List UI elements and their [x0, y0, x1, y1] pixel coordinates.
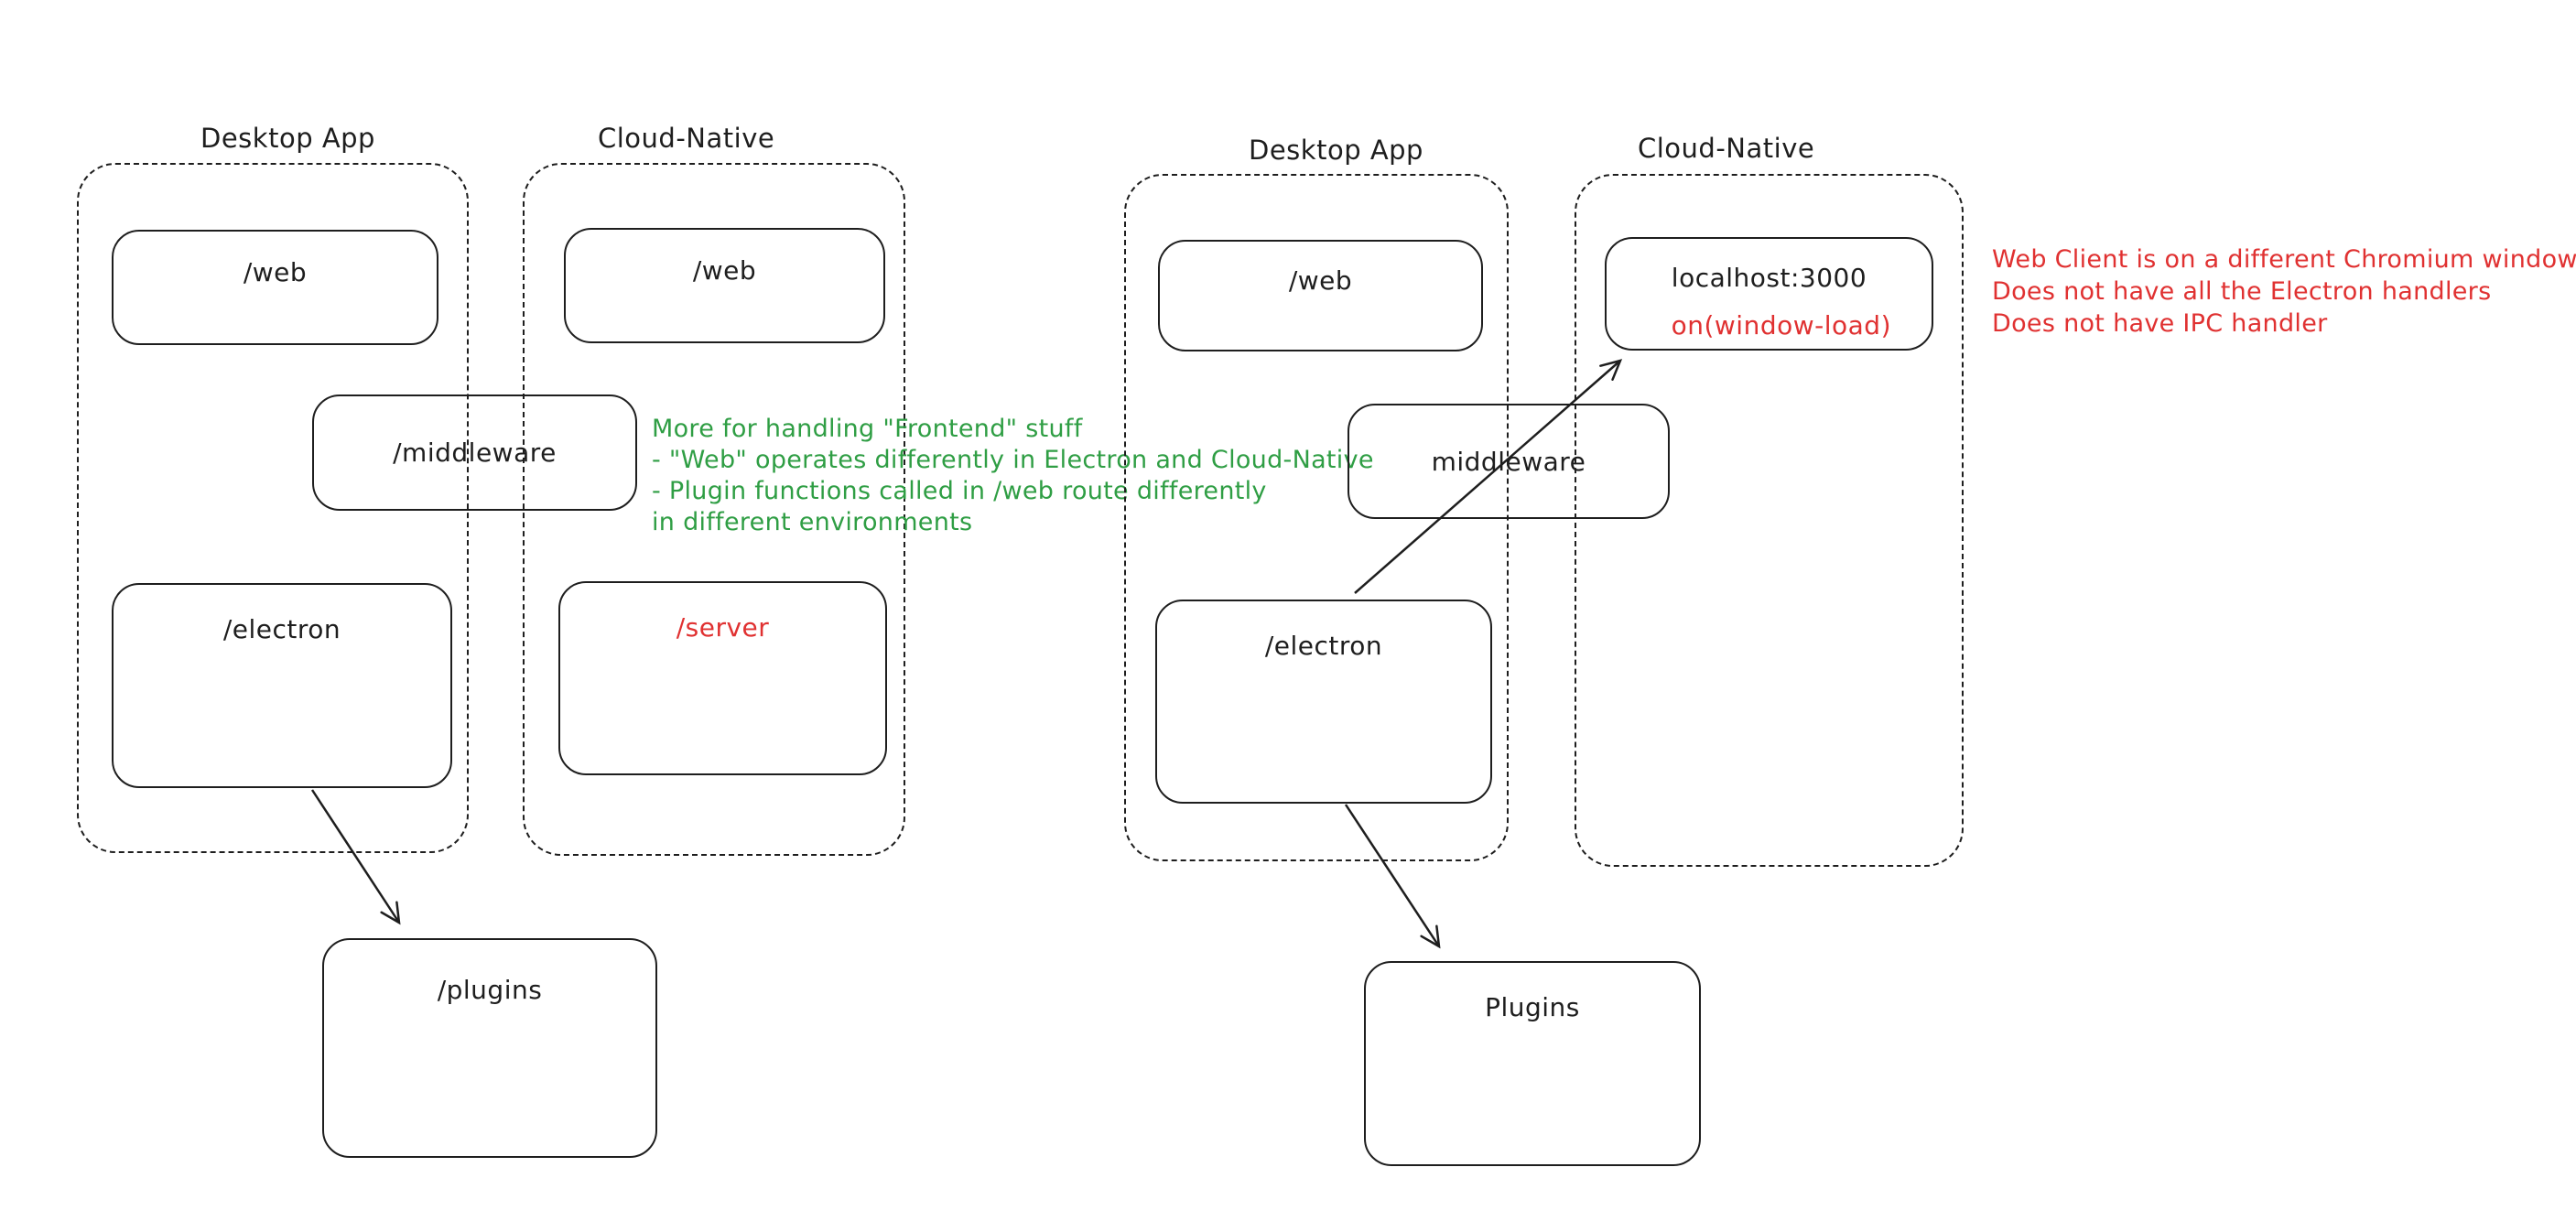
box-electron-right[interactable]: /electron	[1155, 600, 1492, 804]
box-web-desktop-right[interactable]: /web	[1158, 240, 1483, 351]
box-label: /web	[1288, 265, 1353, 296]
note-line: Does not have IPC handler	[1992, 309, 2328, 338]
box-label: /web	[692, 255, 757, 286]
group-title-cloud-left[interactable]: Cloud-Native	[598, 123, 775, 154]
group-cloud-native-right[interactable]	[1575, 174, 1964, 867]
group-title-desktop-right[interactable]: Desktop App	[1249, 135, 1423, 166]
box-plugins-left[interactable]: /plugins	[322, 938, 657, 1158]
box-label: /plugins	[437, 975, 543, 1005]
box-label: /server	[676, 612, 770, 643]
box-label: /electron	[1264, 631, 1383, 661]
box-label: /electron	[222, 614, 341, 644]
note-line: Web Client is on a different Chromium wi…	[1992, 245, 2576, 274]
box-label: /middleware	[393, 438, 557, 468]
arrow-electron-to-plugins-left[interactable]	[310, 789, 401, 925]
note-middleware-green[interactable]: More for handling "Frontend" stuff - "We…	[652, 414, 1374, 538]
box-label: Plugins	[1485, 992, 1580, 1022]
box-middleware-left[interactable]: /middleware	[312, 394, 637, 511]
note-line: in different environments	[652, 508, 973, 536]
arrow-electron-to-plugins-right[interactable]	[1344, 804, 1441, 949]
box-label: middleware	[1431, 446, 1586, 477]
on-window-load-label: on(window-load)	[1671, 310, 1891, 340]
box-localhost-3000[interactable]: localhost:3000 on(window-load)	[1605, 237, 1933, 351]
note-line: - Plugin functions called in /web route …	[652, 477, 1267, 505]
note-line: More for handling "Frontend" stuff	[652, 415, 1083, 443]
group-title-cloud-right[interactable]: Cloud-Native	[1638, 133, 1815, 164]
note-line: Does not have all the Electron handlers	[1992, 277, 2492, 306]
box-middleware-right[interactable]: middleware	[1348, 404, 1670, 519]
box-plugins-right[interactable]: Plugins	[1364, 961, 1701, 1166]
note-line: - "Web" operates differently in Electron…	[652, 446, 1374, 474]
box-electron-left[interactable]: /electron	[112, 583, 452, 788]
arrow-electron-to-localhost[interactable]	[1354, 359, 1623, 594]
box-label: /web	[243, 257, 308, 287]
box-web-desktop-left[interactable]: /web	[112, 230, 438, 345]
box-label: localhost:3000	[1671, 263, 1867, 293]
box-web-cloud-left[interactable]: /web	[564, 228, 885, 343]
note-web-client-red[interactable]: Web Client is on a different Chromium wi…	[1992, 243, 2576, 340]
group-desktop-app-left[interactable]	[77, 163, 469, 853]
box-server-left[interactable]: /server	[558, 581, 887, 775]
group-title-desktop-left[interactable]: Desktop App	[200, 123, 375, 154]
